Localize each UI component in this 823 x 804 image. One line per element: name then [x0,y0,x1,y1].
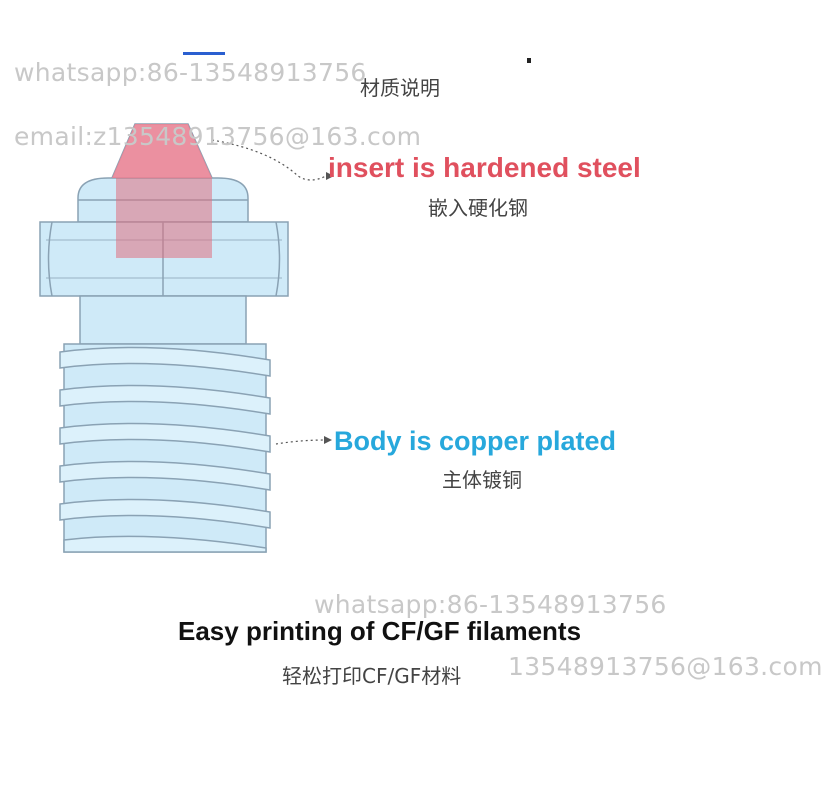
insert-leader-arrow [326,172,334,180]
insert-label-cn: 嵌入硬化钢 [428,196,528,220]
top-mark-dark [527,58,531,63]
watermark-whatsapp-top: whatsapp:86-13548913756 [14,58,367,87]
nozzle-diagram [39,52,531,553]
header-title-cn: 材质说明 [360,76,440,100]
nozzle-neck [79,295,247,345]
steel-insert [112,124,212,258]
body-leader-line [275,439,327,445]
caption-title: Easy printing of CF/GF filaments [178,616,582,646]
insert-label: insert is hardened steel [328,152,641,183]
watermark-email-bottom: 13548913756@163.com [508,652,823,681]
thread-ridges [59,346,271,553]
body-label-cn: 主体镀铜 [442,468,522,492]
body-label: Body is copper plated [334,426,617,456]
body-leader-arrow [324,436,332,444]
top-mark-blue [183,52,225,55]
caption-subtitle-cn: 轻松打印CF/GF材料 [282,664,462,688]
watermark-whatsapp-bottom: whatsapp:86-13548913756 [314,590,667,619]
watermark-email-top: email:z13548913756@163.com [14,122,422,151]
